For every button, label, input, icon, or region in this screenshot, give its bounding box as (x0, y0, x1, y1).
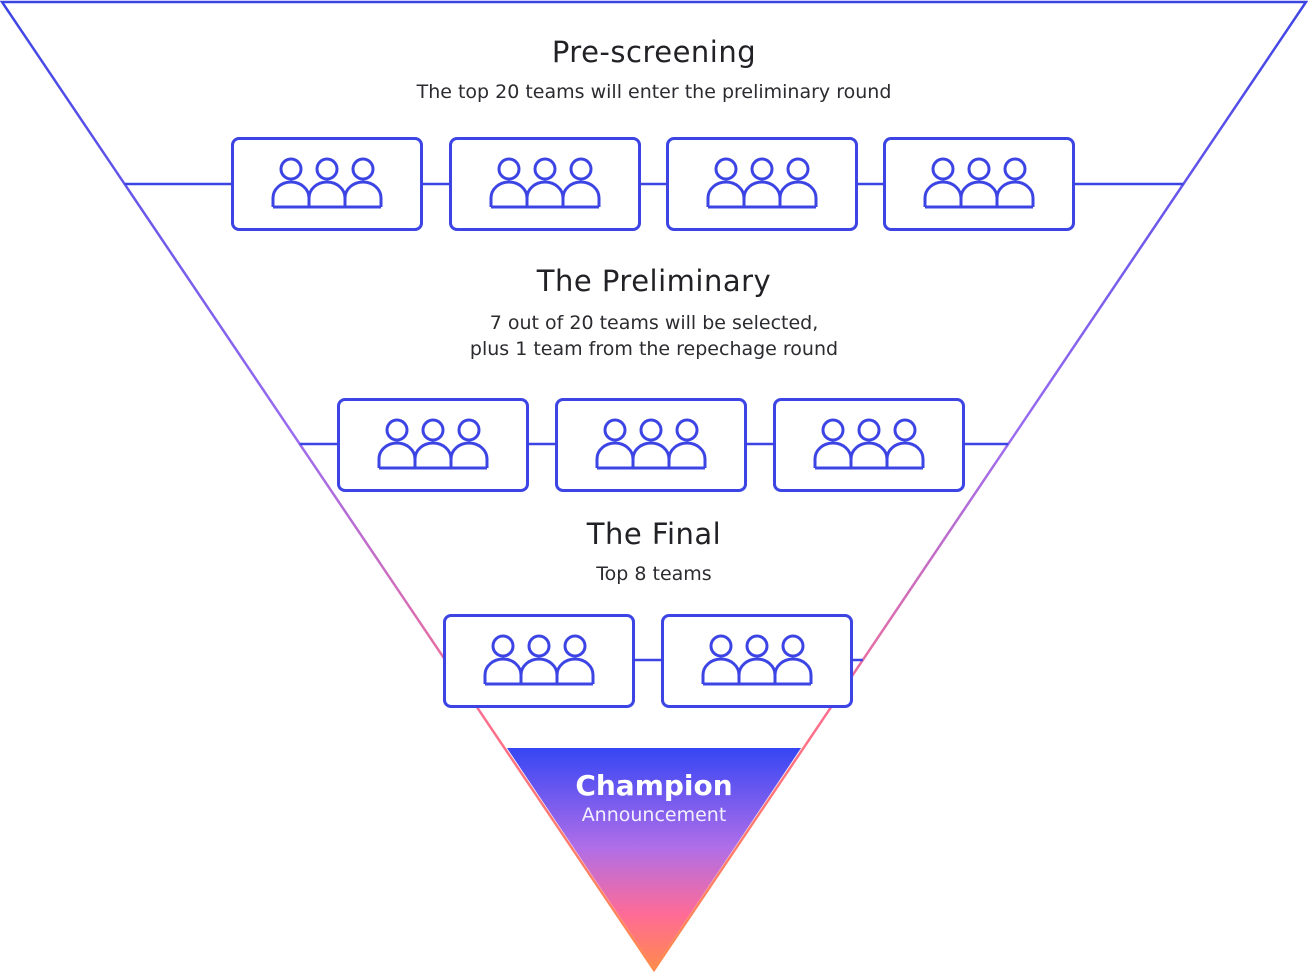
team-box (661, 614, 853, 708)
stage-title-preliminary: The Preliminary (536, 264, 772, 298)
stage-title-pre-screening: Pre-screening (551, 35, 757, 69)
stage-description: Top 8 teams (596, 563, 712, 585)
team-box (449, 137, 641, 231)
team-box (555, 398, 747, 492)
team-box (883, 137, 1075, 231)
team-people-icon (813, 418, 925, 470)
stage-title-final: The Final (586, 517, 722, 551)
team-box (443, 614, 635, 708)
team-people-icon (595, 418, 707, 470)
champion-tip (507, 748, 801, 968)
team-people-icon (483, 634, 595, 686)
team-people-icon (377, 418, 489, 470)
team-people-icon (923, 157, 1035, 209)
team-people-icon (489, 157, 601, 209)
team-people-icon (271, 157, 383, 209)
team-box (773, 398, 965, 492)
team-box (666, 137, 858, 231)
team-box (231, 137, 423, 231)
champion-subtitle: Announcement (581, 804, 727, 826)
stage-description: plus 1 team from the repechage round (469, 338, 839, 360)
team-people-icon (701, 634, 813, 686)
champion-title: Champion (575, 769, 733, 802)
stage-description: The top 20 teams will enter the prelimin… (416, 81, 892, 103)
stage-description: 7 out of 20 teams will be selected, (489, 312, 819, 334)
team-people-icon (706, 157, 818, 209)
team-box (337, 398, 529, 492)
